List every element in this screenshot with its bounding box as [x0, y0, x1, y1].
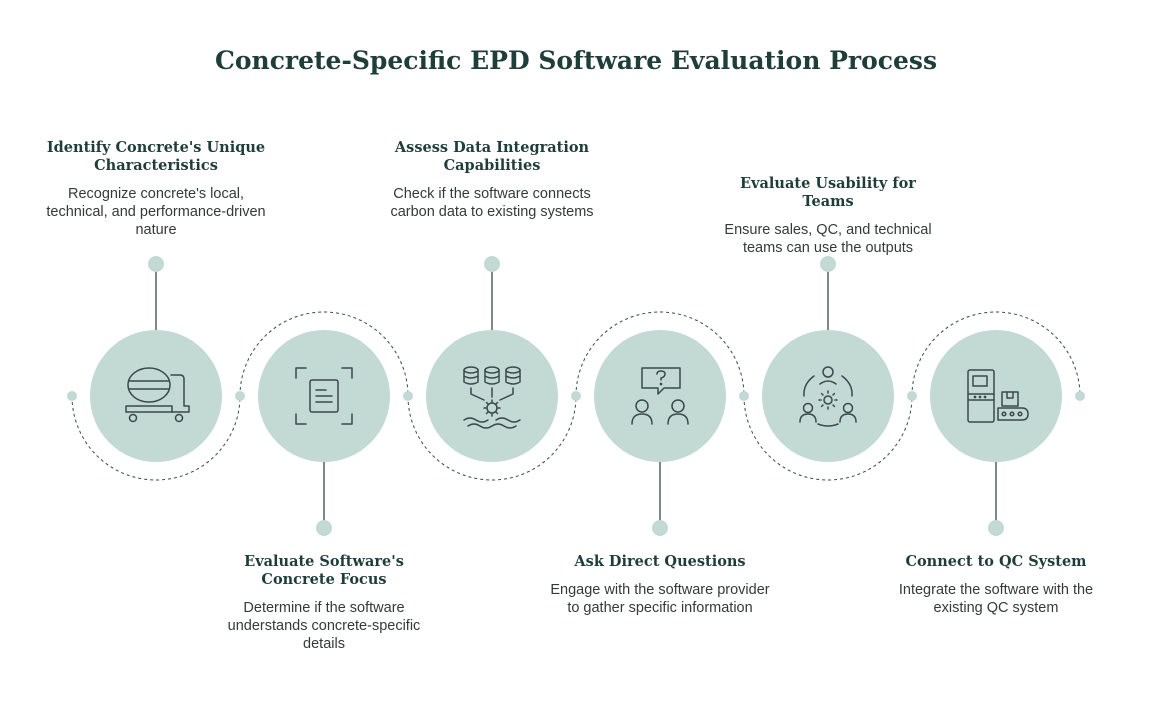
arc-step-4	[575, 311, 745, 397]
axis-dot	[1075, 391, 1085, 401]
step-title: Connect to QC System	[905, 553, 1087, 570]
step-description: Determine if the software understands co…	[227, 600, 421, 652]
step-circle-4	[594, 330, 726, 462]
arc-step-5	[743, 395, 913, 481]
axis-dot	[403, 391, 413, 401]
axis-dot	[235, 391, 245, 401]
leader-dot-6	[988, 520, 1004, 536]
arc-step-2	[239, 311, 409, 397]
step-title: Evaluate Software's Concrete Focus	[244, 553, 404, 588]
step-description: Engage with the software provider to gat…	[550, 582, 770, 616]
arc-step-6	[911, 311, 1081, 397]
dashed-arcs	[71, 311, 1081, 481]
axis-dot	[907, 391, 917, 401]
step-title: Evaluate Usability for Teams	[740, 175, 916, 210]
team-gear-icon	[799, 366, 857, 427]
leader-dot-2	[316, 520, 332, 536]
step-title: Assess Data Integration Capabilities	[394, 139, 590, 174]
arc-step-3	[407, 395, 577, 481]
axis-dot	[571, 391, 581, 401]
step-description: Ensure sales, QC, and technical teams ca…	[724, 222, 932, 256]
step-description: Integrate the software with the existing…	[898, 582, 1094, 616]
step-6: Connect to QC System Integrate the softw…	[886, 553, 1106, 617]
axis-dot	[67, 391, 77, 401]
step-description: Check if the software connects carbon da…	[390, 186, 594, 220]
leader-dot-4	[652, 520, 668, 536]
step-title: Ask Direct Questions	[574, 553, 746, 570]
step-circle-1	[90, 330, 222, 462]
machine-conveyor-icon	[967, 369, 1029, 423]
page-title: Concrete-Specific EPD Software Evaluatio…	[214, 46, 938, 75]
step-circle-6	[930, 330, 1062, 462]
step-5: Evaluate Usability for Teams Ensure sale…	[718, 175, 938, 257]
document-scan-icon	[295, 367, 353, 425]
axis-dot	[739, 391, 749, 401]
arc-step-1	[71, 395, 241, 481]
data-integration-icon	[463, 366, 521, 429]
people-question-icon	[631, 367, 689, 425]
leader-dot-1	[148, 256, 164, 272]
step-title: Identify Concrete's Unique Characteristi…	[46, 139, 266, 174]
leader-dot-3	[484, 256, 500, 272]
step-3: Assess Data Integration Capabilities Che…	[382, 139, 602, 221]
step-2: Evaluate Software's Concrete Focus Deter…	[214, 553, 434, 653]
cement-mixer-icon	[125, 367, 190, 423]
leader-dot-5	[820, 256, 836, 272]
step-description: Recognize concrete's local, technical, a…	[46, 186, 266, 238]
step-1: Identify Concrete's Unique Characteristi…	[46, 139, 266, 239]
step-4: Ask Direct Questions Engage with the sof…	[550, 553, 770, 617]
